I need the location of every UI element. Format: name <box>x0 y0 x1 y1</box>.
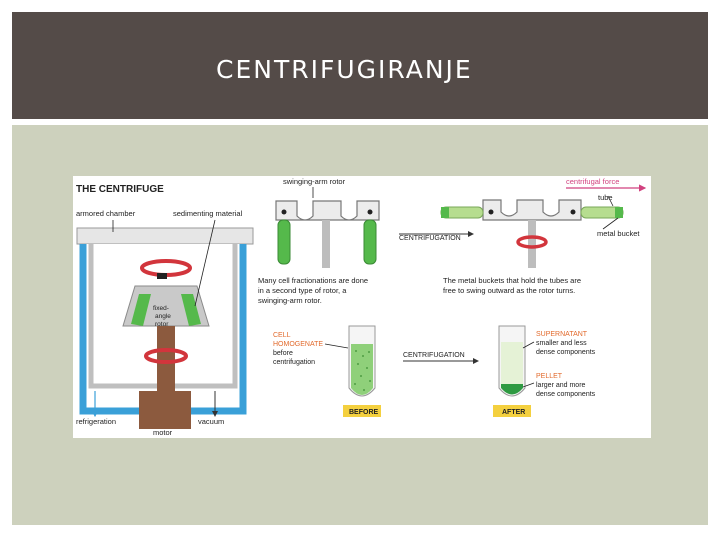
content-area: THE CENTRIFUGE armored chamber sedimenti… <box>12 125 708 525</box>
swinging-spindle <box>322 220 330 268</box>
bucket-right <box>363 219 377 265</box>
rotor-tube-left <box>131 294 151 326</box>
label-vacuum: vacuum <box>198 417 224 426</box>
leader-supernatant <box>522 341 535 349</box>
spin-pivot-left <box>488 209 494 215</box>
label-centrifugal-force: centrifugal force <box>566 177 619 186</box>
label-motor: motor <box>153 428 173 437</box>
leader-pellet <box>522 382 535 388</box>
tube-before-particles <box>354 350 371 391</box>
figure-heading: THE CENTRIFUGE <box>76 184 164 195</box>
title-bar <box>12 12 708 119</box>
caption-left-3: swinging-arm rotor. <box>258 296 322 305</box>
after-tag <box>493 405 531 417</box>
label-after: AFTER <box>502 409 525 416</box>
label-refrigeration: refrigeration <box>76 417 116 426</box>
label-centrifugation-top: CENTRIFUGATION <box>399 235 461 242</box>
caption-right-1: The metal buckets that hold the tubes ar… <box>443 276 581 285</box>
label-pellet: PELLET <box>536 373 563 380</box>
tube-before-contents <box>351 344 373 395</box>
motor <box>139 391 191 429</box>
spindle <box>157 326 175 391</box>
label-sedimenting-material: sedimenting material <box>173 209 243 218</box>
label-armored-chamber: armored chamber <box>76 209 136 218</box>
swinging-rotor-body <box>275 200 380 221</box>
spin-rotation-arrow <box>516 235 548 249</box>
spin-pivot-right <box>570 209 576 215</box>
label-before: BEFORE <box>349 409 379 416</box>
leader-homogenate <box>324 343 349 349</box>
label-fixed-angle-rotor-1: fixed- <box>153 305 169 312</box>
pellet-left <box>441 207 449 218</box>
centrifuge-lid <box>76 227 254 245</box>
label-metal-bucket: metal bucket <box>597 229 640 238</box>
centrifuge-figure: THE CENTRIFUGE armored chamber sedimenti… <box>73 176 651 438</box>
pellet-layer <box>501 384 523 395</box>
label-fixed-angle-rotor-3: rotor <box>155 321 169 328</box>
label-supernatant: SUPERNATANT <box>536 331 588 338</box>
label-centrifugation-bottom: CENTRIFUGATION <box>403 352 465 359</box>
pellet-desc-1: larger and more <box>536 382 586 389</box>
before-tag <box>343 405 381 417</box>
rotor-cap <box>157 273 167 279</box>
leader-metal-bucket <box>602 217 619 230</box>
label-fixed-angle-rotor-2: angle <box>155 313 171 320</box>
bucket-left <box>277 219 291 265</box>
pellet-desc-2: dense components <box>536 391 596 398</box>
label-swinging-arm-rotor: swinging-arm rotor <box>283 177 346 186</box>
pivot-right <box>367 209 373 215</box>
label-before-line1: before <box>273 350 293 357</box>
slide-title: CENTRIFUGIRANJE <box>216 55 473 84</box>
leader-tube <box>607 195 614 207</box>
supernatant-desc-1: smaller and less <box>536 340 587 347</box>
caption-right-2: free to swing outward as the rotor turns… <box>443 286 575 295</box>
leader-sedimenting <box>194 219 216 307</box>
spinning-spindle <box>528 220 536 268</box>
rotor-tube-right <box>181 294 201 326</box>
caption-left-2: in a second type of rotor, a <box>258 286 347 295</box>
spinning-rotor-body <box>482 199 582 221</box>
pivot-left <box>281 209 287 215</box>
supernatant-desc-2: dense components <box>536 349 596 356</box>
rotation-arrow-bottom <box>144 348 188 364</box>
label-homogenate: HOMOGENATE <box>273 341 323 348</box>
supernatant-layer <box>501 342 523 384</box>
label-tube: tube <box>598 193 613 202</box>
label-cell: CELL <box>273 332 291 339</box>
caption-left-1: Many cell fractionations are done <box>258 276 368 285</box>
centrifuge-diagram: THE CENTRIFUGE armored chamber sedimenti… <box>76 177 647 437</box>
pellet-right <box>615 207 623 218</box>
label-before-line2: centrifugation <box>273 359 315 366</box>
